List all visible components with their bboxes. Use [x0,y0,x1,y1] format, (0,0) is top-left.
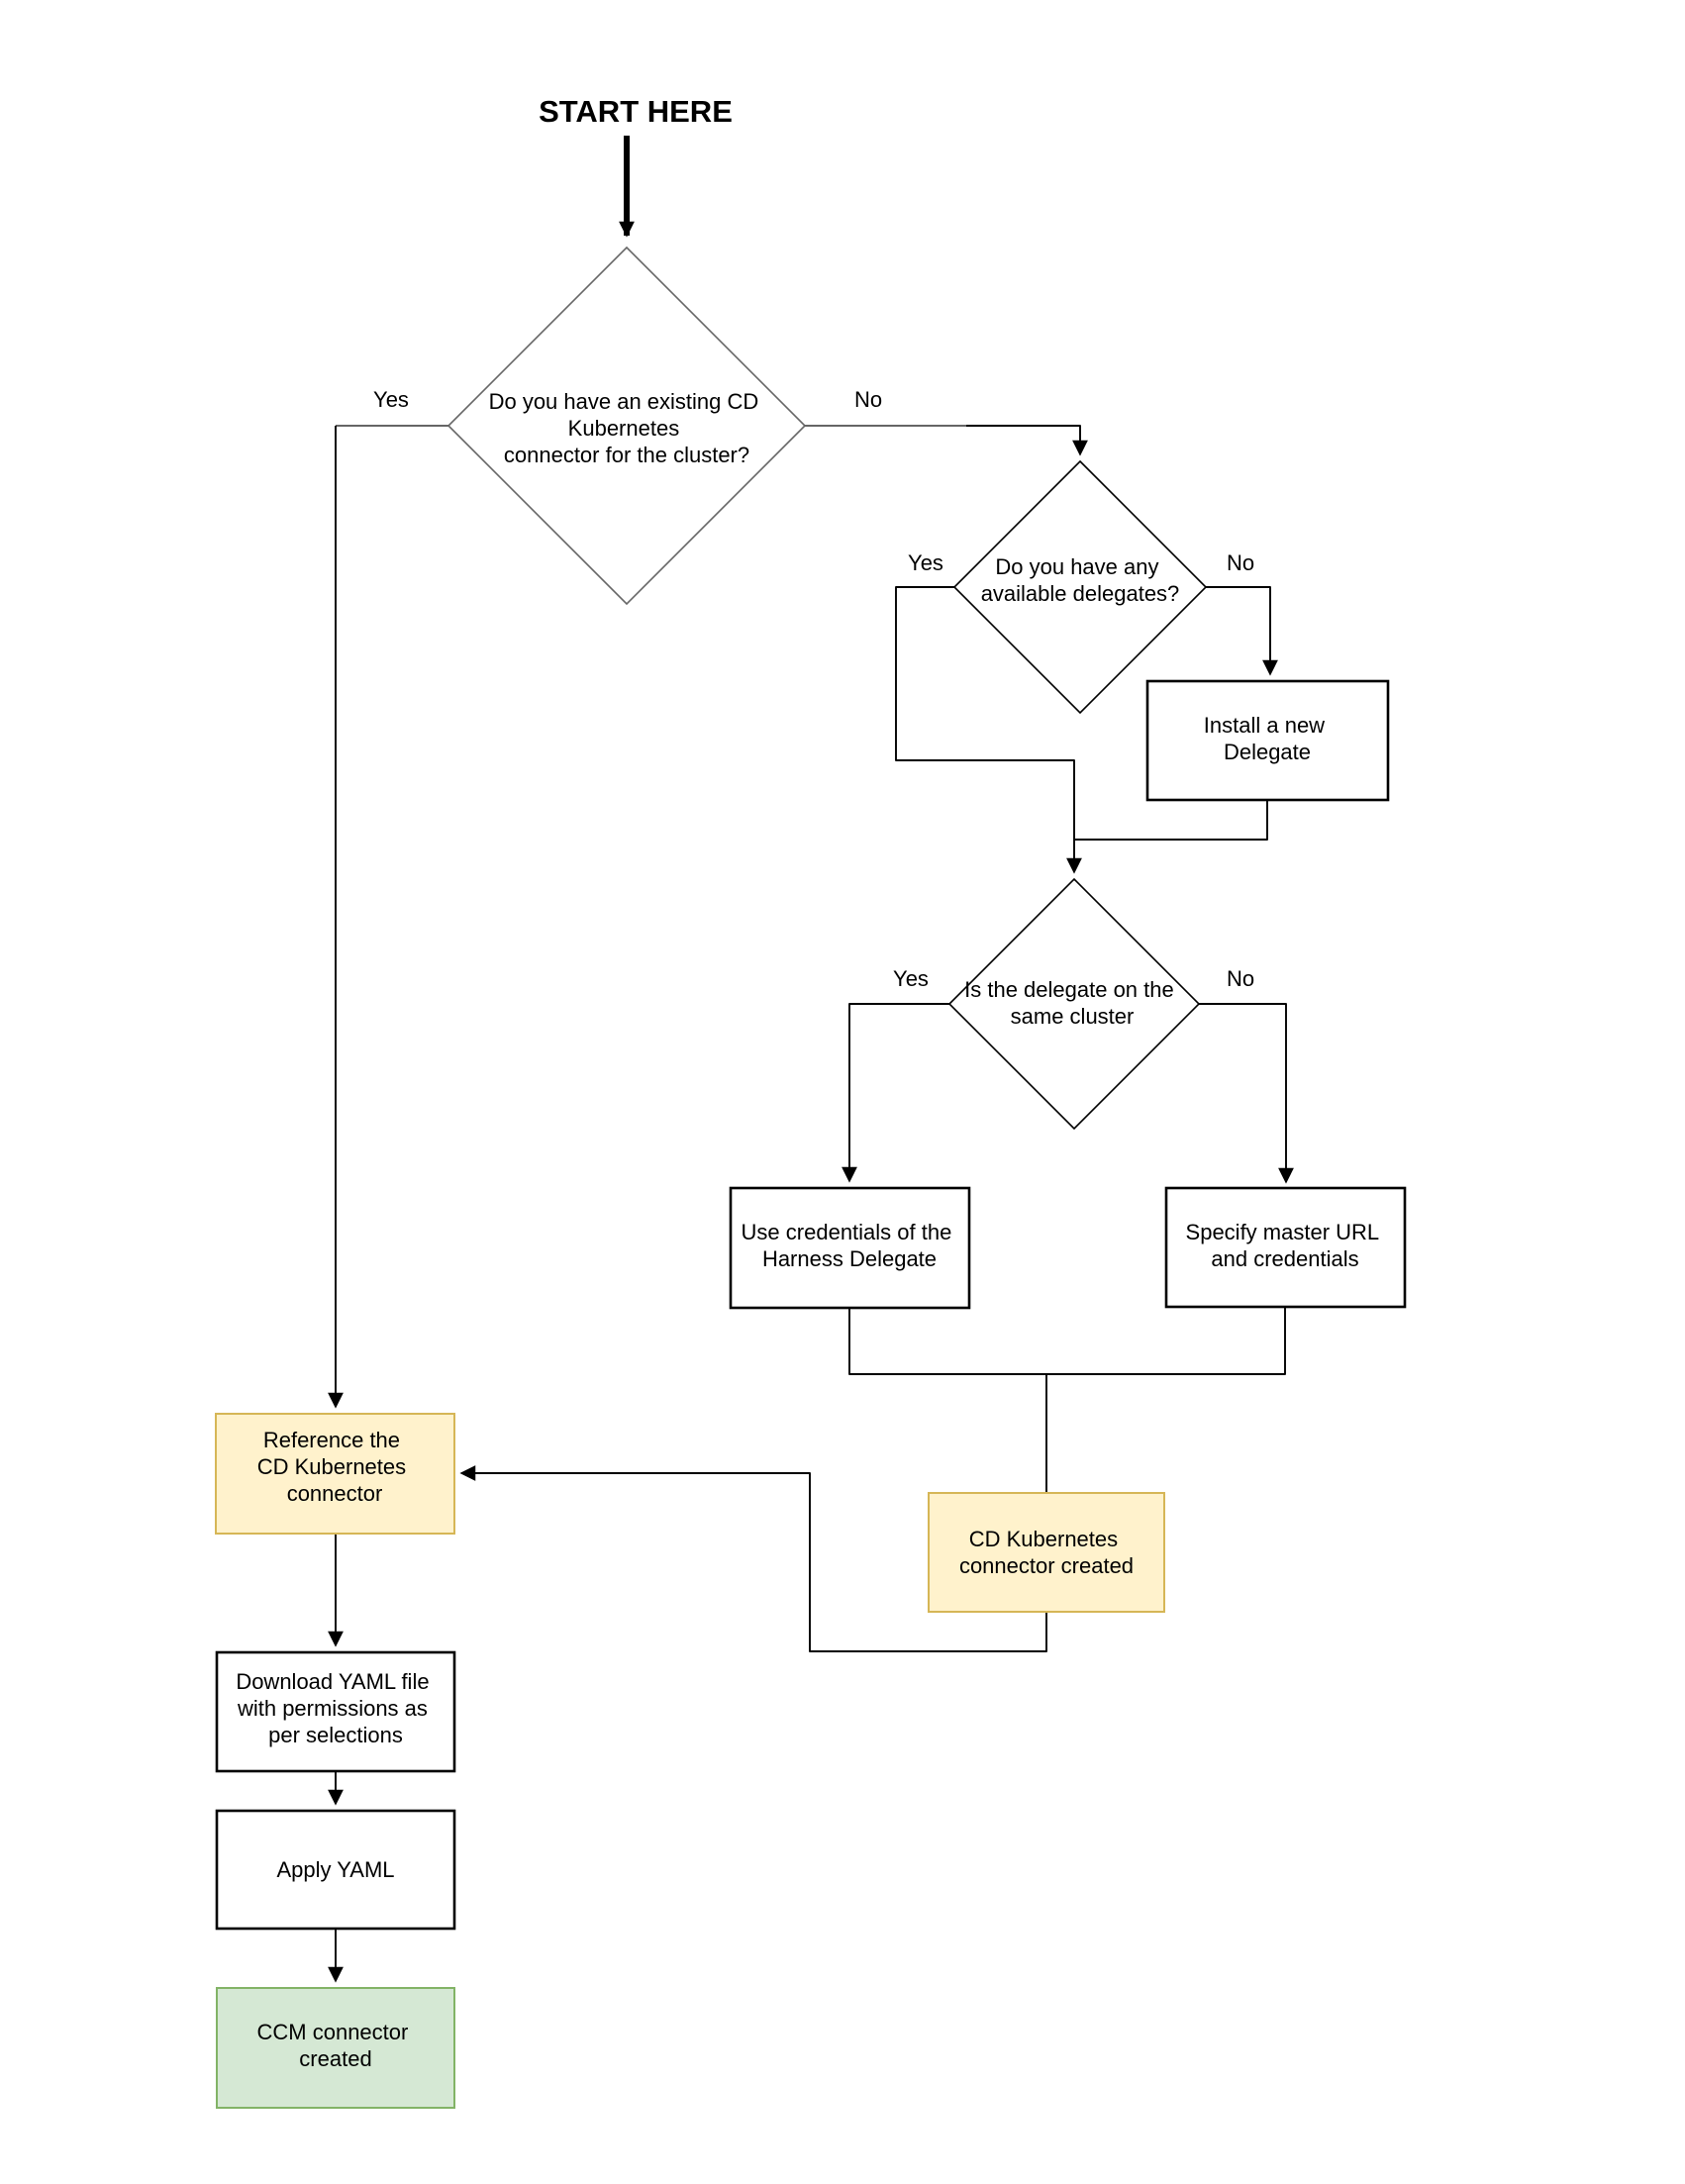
decision-available-delegates [952,459,1208,715]
label-line: Do you have any [995,554,1158,579]
label-line: CCM connector [257,2020,409,2044]
label-line: Reference the [263,1428,400,1452]
label-line: Install a new [1204,713,1325,738]
label-line: and credentials [1211,1246,1358,1271]
label-line: same cluster [1011,1004,1135,1029]
label-line: with permissions as [237,1696,428,1721]
label-line: CD Kubernetes [257,1454,406,1479]
state-ccm-connector-created-label: CCM connector created [257,2020,415,2071]
state-cd-connector-created [928,1492,1165,1613]
decision-delegate-same-cluster-label: Is the delegate on the same cluster [964,977,1180,1029]
process-reference-cd-connector [215,1413,455,1535]
label-line: Do you have an existing CD [489,389,759,414]
process-apply-yaml-label: Apply YAML [276,1857,394,1882]
process-use-delegate-credentials-label: Use credentials of the Harness Delegate [742,1220,958,1271]
label-line: Download YAML file [236,1669,429,1694]
process-use-delegate-credentials [729,1186,971,1310]
edge-label-yes: Yes [893,966,929,991]
process-reference-cd-connector-label: Reference the CD Kubernetes connector [257,1428,413,1506]
label-line: per selections [268,1723,403,1747]
connector-decision1-no-to-decision2 [966,425,1088,456]
process-apply-yaml [215,1809,456,1931]
state-cd-connector-created-label: CD Kubernetes connector created [959,1527,1134,1578]
label-line: Harness Delegate [762,1246,937,1271]
edge-label-no: No [1227,966,1254,991]
state-ccm-connector-created [216,1987,455,2109]
label-line: connector created [959,1553,1134,1578]
label-line: Delegate [1224,740,1311,764]
edge-label-yes: Yes [373,387,409,412]
decision-delegate-same-cluster [947,877,1201,1131]
process-install-new-delegate-label: Install a new Delegate [1204,713,1331,764]
label-line: Use credentials of the [742,1220,952,1244]
connector-decision3-yes-to-use-credentials [842,1003,949,1183]
label-line: connector for the cluster? [504,443,749,467]
label-line: created [299,2046,371,2071]
process-specify-master-url-label: Specify master URL and credentials [1186,1220,1385,1271]
connector-cd-created-to-reference [459,1465,1047,1652]
label-line: available delegates? [981,581,1180,606]
decision-existing-cd-connector [446,246,807,606]
connector-decision2-yes-to-decision3 [895,586,1082,874]
start-here-title: START HERE [539,94,733,129]
connector-decision2-no-to-install [1206,586,1278,676]
decision-available-delegates-label: Do you have any available delegates? [981,554,1180,606]
label-line: Kubernetes [568,416,680,441]
process-specify-master-url [1164,1186,1407,1309]
decision-existing-cd-connector-label: Do you have an existing CD Kubernetes co… [489,389,765,467]
process-download-yaml-label: Download YAML file with permissions as p… [236,1669,435,1747]
label-line: connector [287,1481,383,1506]
edge-label-yes: Yes [908,550,943,575]
connector-credentials-merge [848,1307,1286,1375]
label-line: Specify master URL [1186,1220,1379,1244]
process-install-new-delegate [1145,679,1390,802]
connector-install-to-decision3 [1074,800,1268,841]
label-line: Is the delegate on the [964,977,1174,1002]
label-line: CD Kubernetes [969,1527,1118,1551]
process-download-yaml [215,1650,456,1773]
connector-decision3-no-to-specify-url [1199,1003,1294,1184]
edge-label-no: No [854,387,882,412]
label-line: Apply YAML [276,1857,394,1882]
edge-label-no: No [1227,550,1254,575]
